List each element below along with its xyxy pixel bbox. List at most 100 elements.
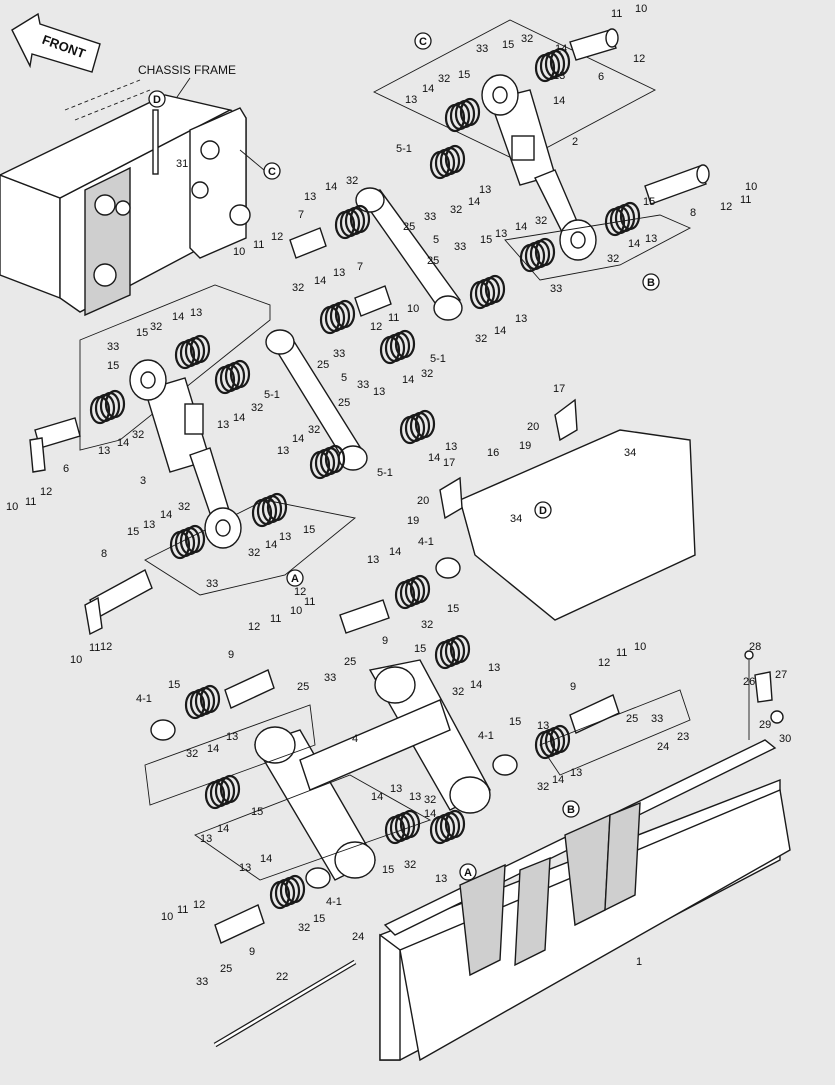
svg-text:B: B	[567, 804, 575, 816]
callout-14: 14	[552, 774, 564, 786]
callout-10: 10	[161, 911, 173, 923]
callout-24: 24	[657, 741, 669, 753]
callout-10: 10	[407, 303, 419, 315]
svg-text:A: A	[464, 867, 472, 879]
callout-14: 14	[422, 83, 434, 95]
callout-13: 13	[277, 445, 289, 457]
callout-32: 32	[292, 282, 304, 294]
callout-14: 14	[424, 808, 436, 820]
callout-34: 34	[624, 447, 636, 459]
callout-14: 14	[470, 679, 482, 691]
callout-24: 24	[352, 931, 364, 943]
callout-13: 13	[537, 720, 549, 732]
callout-2: 2	[572, 136, 578, 148]
callout-12: 12	[720, 201, 732, 213]
spring-coil	[266, 492, 288, 522]
spring-coil	[334, 299, 356, 329]
ref-b-blade: B	[562, 800, 580, 818]
callout-5-1: 5-1	[264, 389, 280, 401]
callout-19: 19	[519, 440, 531, 452]
callout-12: 12	[248, 621, 260, 633]
cover-plate-16	[459, 429, 696, 621]
callout-13: 13	[98, 445, 110, 457]
callout-33: 33	[424, 211, 436, 223]
callout-33: 33	[196, 976, 208, 988]
bushing-4-1	[150, 557, 518, 889]
ref-a-blade: A	[459, 863, 477, 881]
callout-14: 14	[233, 412, 245, 424]
callout-14: 14	[172, 311, 184, 323]
grease-fitting	[744, 650, 784, 740]
pin-6-left	[29, 417, 81, 473]
callout-5: 5	[433, 234, 439, 246]
callout-14: 14	[628, 238, 640, 250]
spring-coil	[444, 809, 466, 839]
callout-13: 13	[445, 441, 457, 453]
callout-32: 32	[308, 424, 320, 436]
pin-7	[289, 227, 392, 317]
callout-32: 32	[452, 686, 464, 698]
callout-32: 32	[186, 748, 198, 760]
callout-11: 11	[270, 613, 281, 625]
callout-14: 14	[217, 823, 229, 835]
callout-13: 13	[488, 662, 500, 674]
bracket-17-bottom	[439, 476, 463, 520]
callout-5: 5	[341, 372, 347, 384]
callout-4-1: 4-1	[418, 536, 434, 548]
callout-33: 33	[333, 348, 345, 360]
cylinder-2	[481, 74, 597, 261]
spring-stacks	[89, 47, 641, 910]
callout-32: 32	[404, 859, 416, 871]
callout-10: 10	[634, 641, 646, 653]
callout-13: 13	[435, 873, 447, 885]
ref-d-bottom: D	[534, 501, 552, 519]
svg-text:C: C	[419, 36, 427, 48]
callout-15: 15	[509, 716, 521, 728]
callout-14: 14	[314, 275, 326, 287]
callout-28: 28	[749, 641, 761, 653]
spring-coil	[399, 809, 421, 839]
callout-3: 3	[140, 475, 146, 487]
callout-17: 17	[553, 383, 565, 395]
callout-11: 11	[25, 496, 36, 508]
blade-1	[379, 739, 791, 1062]
callout-32: 32	[248, 547, 260, 559]
callout-14: 14	[555, 43, 567, 55]
callout-20: 20	[417, 495, 429, 507]
callout-14: 14	[117, 437, 129, 449]
callout-14: 14	[325, 181, 337, 193]
ref-c-chassis: C	[263, 162, 281, 180]
spring-coil	[534, 237, 556, 267]
spring-coil	[619, 201, 641, 231]
callout-9: 9	[570, 681, 576, 693]
callout-8: 8	[690, 207, 696, 219]
callout-9: 9	[228, 649, 234, 661]
callout-22: 22	[276, 971, 288, 983]
callout-12: 12	[294, 586, 306, 598]
callout-27: 27	[775, 669, 787, 681]
callout-13: 13	[333, 267, 345, 279]
callout-11: 11	[253, 239, 264, 251]
callout-32: 32	[537, 781, 549, 793]
callout-32: 32	[346, 175, 358, 187]
callout-4-1: 4-1	[478, 730, 494, 742]
spring-coil	[229, 359, 251, 389]
rod-22	[213, 959, 357, 1048]
callout-25: 25	[220, 963, 232, 975]
callout-13: 13	[239, 862, 251, 874]
callout-13: 13	[570, 767, 582, 779]
callout-13: 13	[515, 313, 527, 325]
callout-15: 15	[127, 526, 139, 538]
callout-32: 32	[178, 501, 190, 513]
callout-12: 12	[40, 486, 52, 498]
callout-10: 10	[290, 605, 302, 617]
callout-25: 25	[403, 221, 415, 233]
svg-text:D: D	[539, 505, 547, 517]
callout-11: 11	[611, 8, 622, 20]
callout-14: 14	[265, 539, 277, 551]
callout-12: 12	[193, 899, 205, 911]
callout-5-1: 5-1	[430, 353, 446, 365]
